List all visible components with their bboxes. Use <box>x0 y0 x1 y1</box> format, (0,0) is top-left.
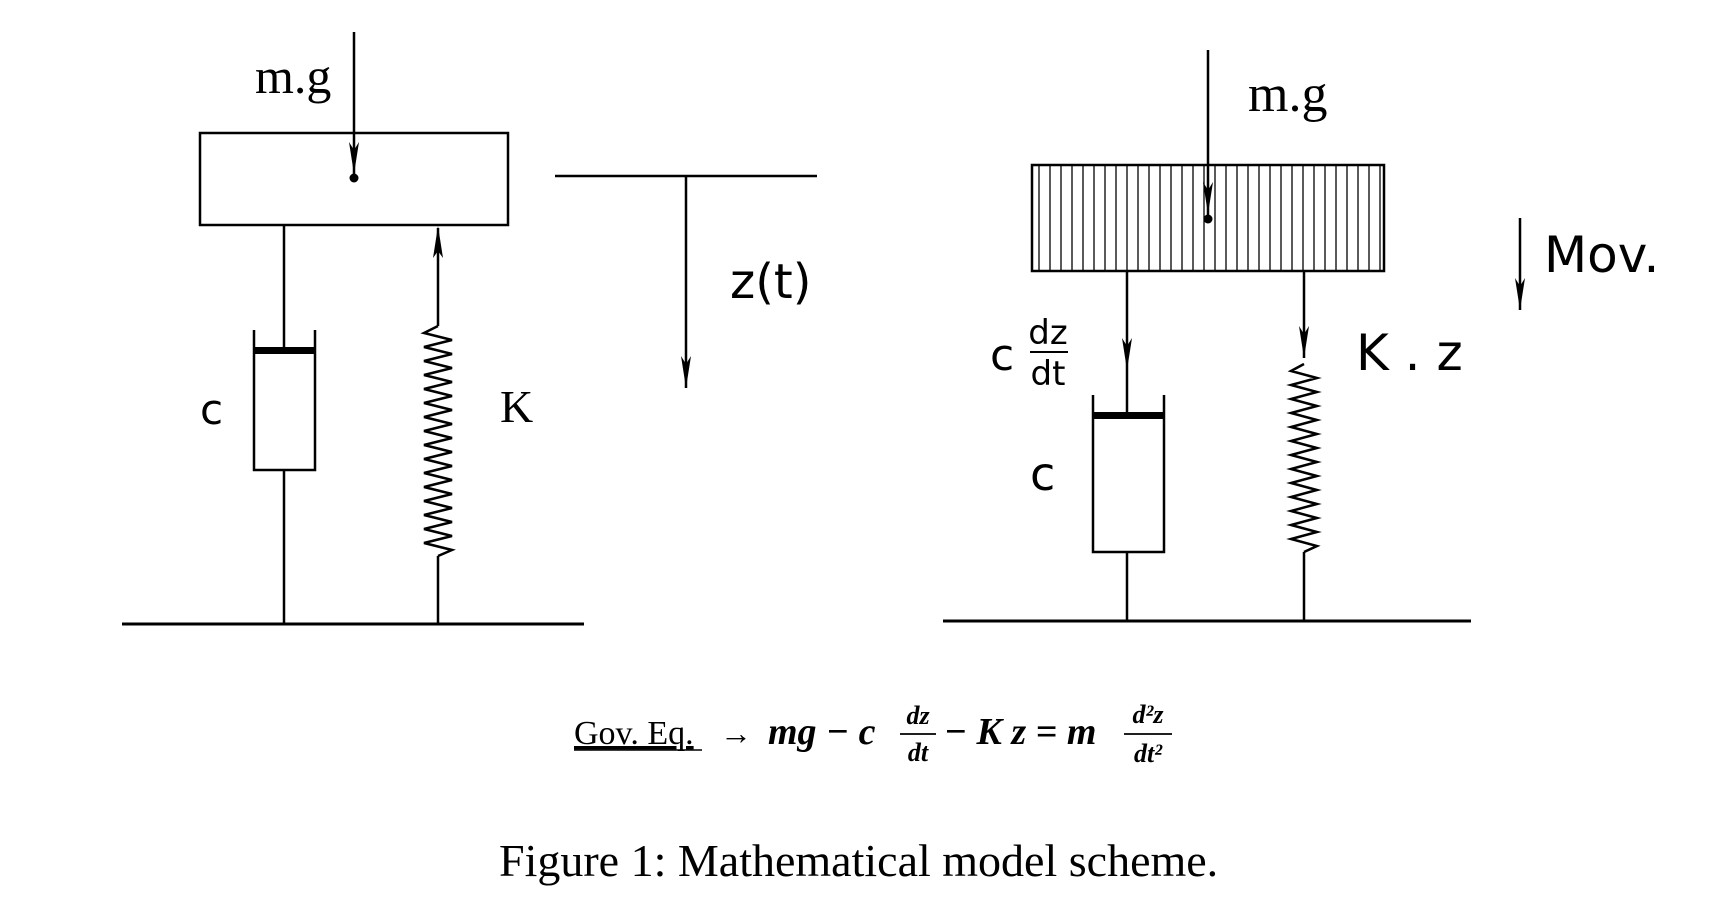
left-weight-arrowhead <box>349 142 359 174</box>
governing-equation: Gov. Eq. → mg − c dz dt − K z = m d²z dt… <box>574 700 1172 768</box>
left-damper <box>252 225 317 624</box>
equation-lhs-start: mg − c <box>768 711 876 753</box>
right-weight-label: m.g <box>1248 66 1327 123</box>
right-scheme: m.g c dz dt c K . z Mov. <box>943 50 1659 623</box>
right-damper-label: c <box>1030 447 1055 501</box>
right-spring <box>1286 362 1322 621</box>
equation-frac1-num: dz <box>906 701 930 730</box>
damper-force-den: dt <box>1031 354 1066 394</box>
left-scheme: m.g c K z(t) <box>122 32 817 626</box>
motion-arrowhead <box>1515 278 1525 310</box>
damper-force-label: c dz dt <box>990 313 1068 394</box>
equation-arrow: → <box>720 715 752 751</box>
displacement-arrowhead <box>681 356 691 388</box>
right-weight-arrowhead <box>1203 182 1213 214</box>
motion-label: Mov. <box>1544 226 1659 284</box>
damper-force-coef: c <box>990 330 1014 381</box>
spring-force-arrowhead <box>1299 326 1309 358</box>
equation-frac2-den: dt² <box>1134 739 1163 768</box>
damper-force-arrowhead <box>1122 338 1132 370</box>
equation-frac2-num: d²z <box>1133 700 1165 729</box>
displacement-label: z(t) <box>730 254 811 310</box>
equation-frac1-den: dt <box>908 738 929 767</box>
spring-force-label: K . z <box>1356 324 1463 382</box>
right-mass-center-dot <box>1203 214 1213 224</box>
left-mass-center-dot <box>349 173 359 183</box>
left-damper-label: c <box>200 385 223 434</box>
damper-force-num: dz <box>1028 313 1067 353</box>
left-weight-label: m.g <box>255 48 331 104</box>
left-spring <box>420 226 456 624</box>
figure-caption: Figure 1: Mathematical model scheme. <box>499 835 1218 886</box>
left-spring-label: K <box>500 381 533 432</box>
equation-prefix: Gov. Eq. <box>574 715 694 752</box>
right-damper <box>1091 370 1166 621</box>
equation-middle: − K z = m <box>944 711 1096 753</box>
